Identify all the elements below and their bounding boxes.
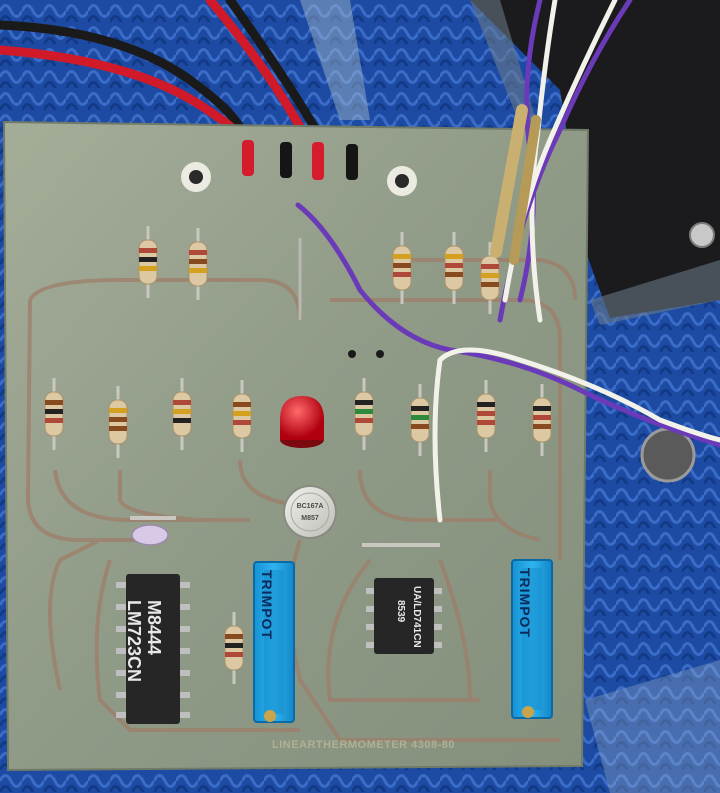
clear-plastic-top [300,0,370,120]
resistor [410,384,430,456]
ic-lm723-marking-2: LM723CN [124,600,144,682]
binding-post [640,427,696,483]
ceramic-capacitor [131,524,169,546]
transistor-can: BC167A M857 [283,485,337,539]
resistor [224,612,244,684]
board-silkscreen-label: LINEARTHERMOMETER 4308-80 [272,739,455,751]
ic-741-marking-2: 8539 [395,600,406,623]
enclosure-screw [689,222,715,248]
resistor [354,378,374,450]
trimpot-right: TRIMPOT [511,559,553,719]
resistor [532,384,552,456]
resistor [392,232,412,304]
trimpot-right-label: TRIMPOT [517,568,533,638]
resistor [476,380,496,452]
ic-741-pins [366,588,442,648]
ic-lm723: M8444 LM723CN [116,574,190,724]
transistor-marking-1: BC167A [297,503,324,510]
trimpot-left-label: TRIMPOT [259,570,275,640]
resistor [480,242,500,314]
ic-741: UA/LD741CN 8539 [366,578,442,654]
enclosure-housing [470,0,720,318]
enclosure-clear-edge [470,0,720,325]
red-led [280,396,324,448]
resistor [188,228,208,300]
resistor [138,226,158,298]
sleeved-wires [490,104,541,265]
resistor [172,378,192,450]
resistor [444,232,464,304]
transistor-marking-2: M857 [301,515,319,522]
resistor [108,386,128,458]
resistor [232,380,252,452]
resistor [44,378,64,450]
ic-lm723-marking-1: M8444 [144,600,164,655]
ic-741-marking-1: UA/LD741CN [411,586,422,648]
ic-lm723-pins [116,582,190,718]
wire-terminals [242,140,358,180]
trimpot-left: TRIMPOT [253,561,295,723]
resistors [44,226,552,684]
clear-plastic-right [585,660,720,793]
mounting-holes [181,162,417,358]
